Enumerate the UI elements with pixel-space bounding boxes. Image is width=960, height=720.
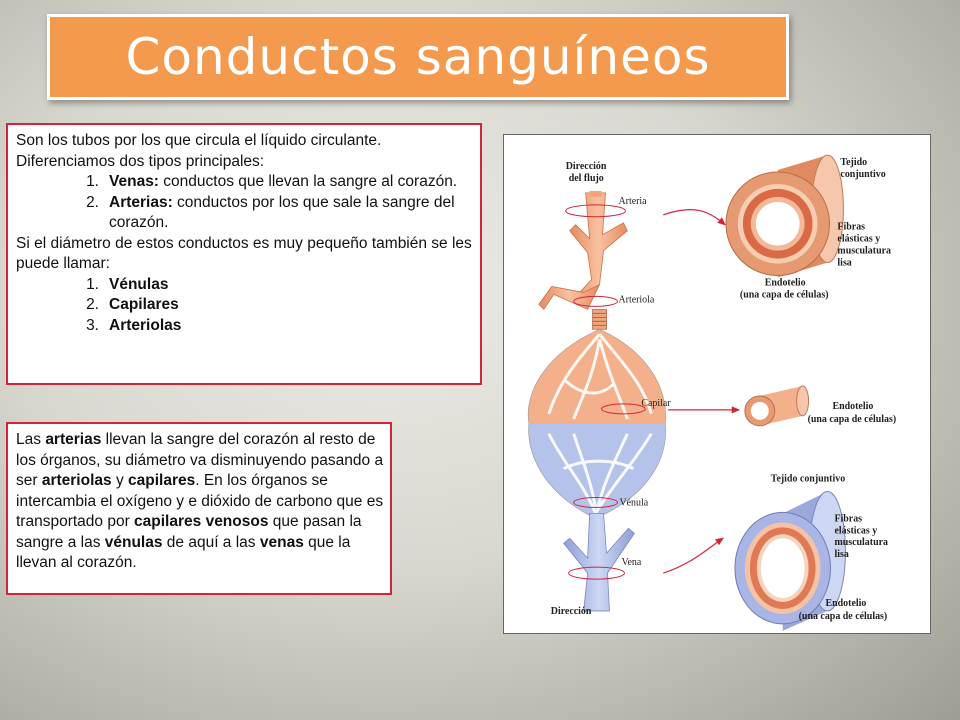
- list-item: 1. Venas: conductos que llevan la sangre…: [16, 172, 474, 193]
- list-item: 2. Capilares: [16, 295, 474, 316]
- intro-line: Diferenciamos dos tipos principales:: [16, 152, 265, 170]
- term-venas: Venas:: [109, 173, 159, 190]
- vein-fibers-label: lisa: [834, 549, 848, 560]
- term-capilares: Capilares: [109, 296, 179, 313]
- vein-endothelium-label: Endotelio: [825, 598, 866, 609]
- section-arrows: [663, 209, 741, 574]
- term-arterias: Arterias:: [109, 193, 173, 211]
- list-number: 1.: [86, 275, 99, 293]
- blood-vessel-diagram: Dirección del flujo Arteria Arteriola Ca…: [503, 134, 931, 634]
- artery-label: Arteria: [618, 196, 647, 207]
- artery-tree: [538, 190, 628, 330]
- flow-direction-label: Dirección: [566, 161, 607, 172]
- list-item: 2. Arterias: conductos por los que sale …: [16, 193, 474, 234]
- vein-fibers-label: elásticas y: [834, 525, 877, 536]
- term-description: conductos por los que sale la sangre del…: [109, 193, 455, 232]
- vein-tree: [563, 512, 635, 612]
- page-title: Conductos sanguíneos: [125, 28, 711, 86]
- text-segment: que pasan la sangre a las: [16, 513, 362, 551]
- intro-line: Son los tubos por los que circula el líq…: [16, 132, 382, 149]
- small-vessels-text: Si el diámetro de estos conductos es muy…: [16, 234, 472, 273]
- list-number: 2.: [86, 193, 99, 211]
- text-segment-bold: capilares venosos: [134, 513, 269, 530]
- endothelium-label: Endotelio: [765, 277, 806, 288]
- bottom-direction-label: Dirección: [551, 606, 592, 617]
- list-number: 3.: [86, 316, 99, 334]
- text-segment: Las: [16, 431, 46, 448]
- types-list: 1. Venas: conductos que llevan la sangre…: [16, 172, 474, 234]
- capillary-label: Capilar: [641, 398, 671, 409]
- list-item: 1. Vénulas: [16, 275, 474, 296]
- explanation-paragraph: Las arterias llevan la sangre del corazó…: [16, 430, 384, 574]
- capillary-bed: [527, 328, 666, 519]
- fibers-label: lisa: [837, 258, 851, 269]
- small-vessels-list: 1. Vénulas 2. Capilares 3. Arteriolas: [16, 275, 474, 337]
- circulation-explanation-box: Las arterias llevan la sangre del corazó…: [6, 422, 392, 595]
- text-segment-bold: venas: [259, 533, 304, 551]
- term-arteriolas: Arteriolas: [109, 316, 182, 334]
- text-segment: . En los órganos se intercambia el oxíge…: [16, 472, 384, 530]
- venule-label: Vénula: [619, 497, 648, 508]
- vein-connective-label: Tejido conjuntivo: [771, 474, 845, 485]
- fibers-label: elásticas y: [837, 234, 880, 245]
- connective-tissue-label: Tejido: [840, 157, 867, 168]
- vessel-markers: [565, 204, 646, 580]
- vein-endothelium-label: (una capa de células): [799, 611, 888, 622]
- text-segment-bold: arteriolas: [41, 472, 112, 489]
- vein-cross-section: [734, 490, 846, 631]
- text-segment-bold: capilares: [128, 472, 196, 489]
- vein-fibers-label: musculatura: [834, 537, 888, 548]
- text-segment: que la llevan al corazón.: [16, 533, 351, 572]
- text-segment: llevan la sangre del corazón al resto de…: [16, 431, 384, 489]
- capillary-endothelium-label: (una capa de células): [808, 414, 897, 425]
- list-item: 3. Arteriolas: [16, 316, 474, 337]
- definition-box: Son los tubos por los que circula el líq…: [6, 123, 482, 385]
- title-banner: Conductos sanguíneos: [47, 14, 789, 100]
- arteriole-label: Arteriola: [618, 294, 654, 305]
- vein-fibers-label: Fibras: [834, 513, 862, 524]
- fibers-label: Fibras: [837, 222, 865, 233]
- text-segment-bold: vénulas: [104, 533, 163, 551]
- term-venulas: Vénulas: [109, 275, 169, 293]
- flow-direction-label: del flujo: [569, 173, 604, 184]
- text-segment: y: [111, 472, 129, 489]
- text-segment: de aquí a las: [162, 533, 260, 551]
- connective-tissue-label: conjuntivo: [840, 169, 885, 180]
- term-description: conductos que llevan la sangre al corazó…: [158, 173, 458, 190]
- list-number: 2.: [86, 296, 99, 313]
- vein-label: Vena: [621, 557, 641, 568]
- capillary-endothelium-label: Endotelio: [832, 401, 873, 412]
- list-number: 1.: [86, 173, 99, 190]
- fibers-label: musculatura: [837, 246, 891, 257]
- artery-cross-section: [725, 154, 844, 278]
- vessel-illustration: Dirección del flujo Arteria Arteriola Ca…: [527, 154, 897, 631]
- endothelium-label: (una capa de células): [740, 289, 829, 300]
- text-segment-bold: arterias: [45, 431, 102, 448]
- capillary-cross-section: [744, 385, 810, 427]
